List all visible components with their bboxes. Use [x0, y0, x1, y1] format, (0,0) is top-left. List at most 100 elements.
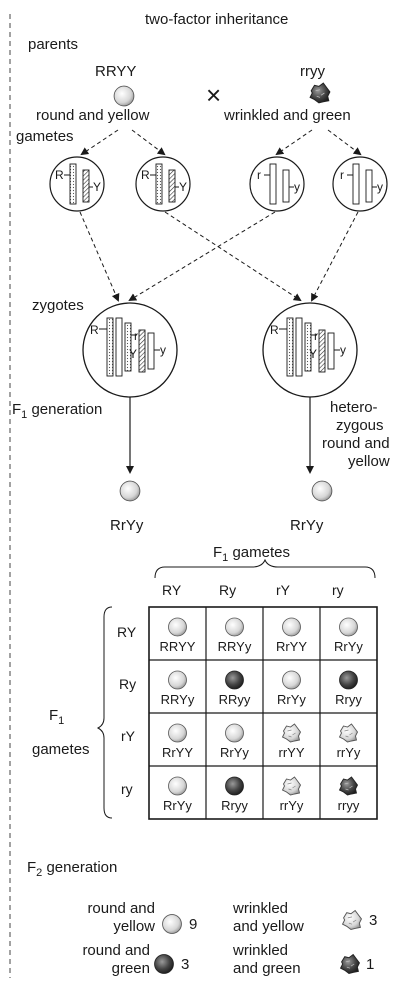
- cell-genotype: RrYy: [334, 639, 363, 654]
- f2-class-wrinkled-yellow: wrinkled and yellow 3: [232, 900, 377, 935]
- cell-genotype: RRYY: [160, 639, 196, 654]
- cell-genotype: Rryy: [335, 692, 362, 707]
- punnett-cell: RrYY: [276, 617, 307, 654]
- zygote-right: R r Y y: [262, 302, 358, 398]
- svg-text:r: r: [314, 329, 318, 343]
- f2-class-round-yellow: round and yellow 9: [87, 900, 197, 935]
- punnett-grid: [148, 606, 378, 820]
- svg-text:y: y: [377, 180, 383, 194]
- parent-to-gamete-arrows: [80, 129, 362, 156]
- pea-icon: [282, 670, 301, 690]
- svg-text:Ry: Ry: [219, 582, 236, 598]
- punnett-cell: RrYy: [163, 776, 192, 813]
- svg-text:R: R: [141, 168, 150, 182]
- punnett-cell: rrYY: [279, 723, 305, 760]
- svg-text:F1: F1: [49, 707, 64, 727]
- pea-icon: [168, 670, 187, 690]
- parent-left-pea: [113, 85, 135, 107]
- punnett-cell: RRyy: [219, 670, 251, 707]
- f2-class-round-green: round and green 3: [82, 942, 189, 977]
- cell-genotype: rryy: [338, 798, 360, 813]
- f1-genotype-left: RrYy: [110, 517, 144, 534]
- svg-text:9: 9: [189, 916, 197, 933]
- svg-text:Ry: Ry: [119, 676, 136, 692]
- svg-text:rY: rY: [121, 728, 136, 744]
- svg-text:3: 3: [181, 956, 189, 973]
- gamete-RY-2: R Y: [135, 156, 191, 212]
- pea-icon: [168, 617, 187, 637]
- gamete-to-zygote-arrows: [79, 211, 359, 302]
- punnett-side-label: F1 gametes: [32, 707, 90, 758]
- punnett-cell: RrYY: [162, 723, 193, 760]
- svg-text:ry: ry: [121, 781, 133, 797]
- punnett-cell: rryy: [338, 776, 360, 813]
- svg-text:round and: round and: [82, 942, 150, 959]
- gametes-label: gametes: [16, 128, 74, 145]
- diagram-title: two-factor inheritance: [145, 11, 288, 28]
- zygotes-label: zygotes: [32, 297, 84, 314]
- pea-icon: [225, 617, 244, 637]
- parent-right-pea: [309, 82, 331, 104]
- cell-genotype: RrYy: [163, 798, 192, 813]
- f1-pea-right: [311, 480, 333, 502]
- cell-genotype: RRYy: [161, 692, 195, 707]
- svg-text:r: r: [134, 329, 138, 343]
- punnett-cell: RRYY: [160, 617, 196, 654]
- f1-generation-label: F1 generation: [12, 401, 102, 421]
- svg-text:and green: and green: [233, 960, 301, 977]
- parent-right-genotype: rryy: [300, 63, 325, 80]
- cell-genotype: Rryy: [221, 798, 248, 813]
- cell-genotype: RrYY: [276, 639, 307, 654]
- svg-text:yellow: yellow: [113, 918, 155, 935]
- pea-icon: [168, 776, 187, 796]
- svg-text:R: R: [90, 323, 99, 337]
- gamete-ry-2: r y: [332, 156, 388, 212]
- svg-text:Y: Y: [93, 180, 101, 194]
- f1-pea-left: [119, 480, 141, 502]
- punnett-side-brace: [96, 606, 113, 819]
- svg-text:green: green: [112, 960, 150, 977]
- svg-text:Y: Y: [179, 180, 187, 194]
- svg-text:round and: round and: [322, 435, 390, 452]
- svg-text:wrinkled: wrinkled: [232, 900, 288, 917]
- f2-generation-label: F2 generation: [27, 859, 117, 879]
- f1-arrows: [126, 397, 314, 474]
- svg-text:r: r: [340, 168, 344, 182]
- cross-symbol: ×: [206, 80, 221, 110]
- svg-text:yellow: yellow: [348, 453, 390, 470]
- punnett-cell: RRYy: [161, 670, 195, 707]
- pea-icon: [282, 776, 301, 796]
- svg-text:y: y: [340, 343, 346, 357]
- parent-left-phenotype: round and yellow: [36, 107, 150, 124]
- pea-icon: [339, 670, 358, 690]
- svg-text:round and: round and: [87, 900, 155, 917]
- cell-genotype: RrYy: [277, 692, 306, 707]
- svg-text:RY: RY: [162, 582, 182, 598]
- punnett-cell: RRYy: [218, 617, 252, 654]
- cell-genotype: rrYY: [279, 745, 305, 760]
- svg-text:wrinkled: wrinkled: [232, 942, 288, 959]
- svg-text:y: y: [160, 343, 166, 357]
- svg-text:and yellow: and yellow: [233, 918, 304, 935]
- pea-icon: [282, 723, 301, 743]
- pea-icon: [339, 723, 358, 743]
- svg-text:3: 3: [369, 912, 377, 929]
- pea-icon: [225, 670, 244, 690]
- pea-icon: [225, 776, 244, 796]
- gamete-ry-1: r y: [249, 156, 305, 212]
- pea-icon: [282, 617, 301, 637]
- cell-genotype: RrYY: [162, 745, 193, 760]
- pea-icon: [225, 723, 244, 743]
- svg-text:R: R: [55, 168, 64, 182]
- parent-right-phenotype: wrinkled and green: [223, 107, 351, 124]
- punnett-top-label: F1 gametes: [213, 544, 290, 564]
- svg-text:rY: rY: [276, 582, 291, 598]
- f1-phenotype: hetero- zygous round and yellow: [322, 399, 390, 470]
- parents-label: parents: [28, 36, 78, 53]
- punnett-cell: rrYy: [280, 776, 304, 813]
- punnett-col-headers: RY Ry rY ry: [162, 582, 344, 598]
- cell-genotype: rrYy: [280, 798, 304, 813]
- svg-text:r: r: [257, 168, 261, 182]
